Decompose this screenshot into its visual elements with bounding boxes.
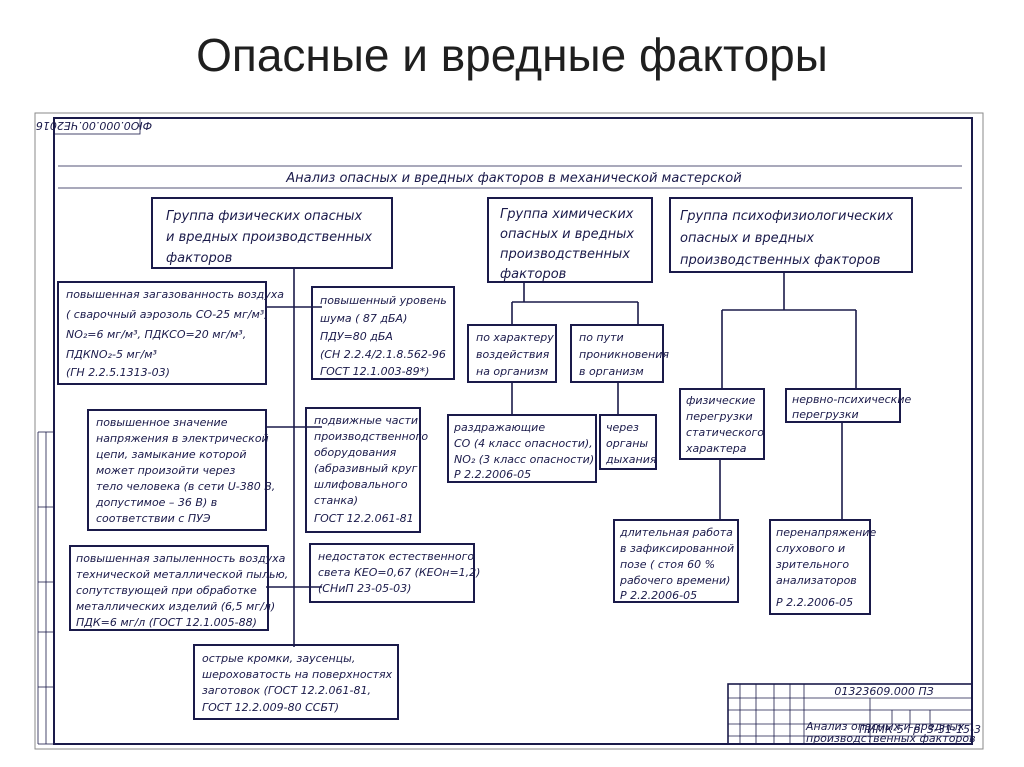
factor-moving-parts-text: подвижные части производственного оборуд… [314, 414, 432, 525]
factor-noise-text: повышенный уровень шума ( 87 дБА) ПДУ=80… [320, 294, 450, 378]
group-physical-box [151, 197, 393, 269]
factor-voltage-box [87, 409, 267, 531]
binding-strip [37, 431, 54, 745]
factor-air-gas-text: повышенная загазованность воздуха ( свар… [66, 288, 288, 379]
stamp-doc-code: 01323609.000 ПЗ [834, 685, 933, 698]
sheet-outer-edge [34, 112, 984, 750]
chem-irritants-text: раздражающие CO (4 класс опасности), NO₂… [453, 421, 598, 481]
chem-respiratory-box [599, 414, 657, 470]
slide-title: Опасные и вредные факторы [196, 29, 828, 81]
factor-light-text: недостаток естественного света КЕО=0,67 … [318, 550, 484, 595]
group-chemical-label: Группа химических опасных и вредных прои… [500, 207, 638, 282]
title-block [727, 683, 973, 745]
sheet-title: Анализ опасных и вредных факторов в меха… [285, 171, 741, 186]
factor-air-gas-box [57, 281, 267, 385]
psy-posture-box [613, 519, 739, 603]
psy-eye-strain-box [769, 519, 871, 615]
psy-eye-strain-text: перенапряжение слухового и зрительного а… [776, 526, 880, 609]
chem-by-route-box [570, 324, 664, 383]
group-psycho-label: Группа психофизиологических опасных и вр… [680, 209, 897, 268]
factor-noise-box [311, 286, 455, 380]
psy-physical-overload-text: физические перегрузки статического харак… [685, 394, 767, 455]
factor-voltage-text: повышенное значение напряжения в электри… [95, 416, 279, 525]
chem-by-route-text: по пути проникновения в организм [579, 331, 673, 378]
chem-by-impact-box [467, 324, 557, 383]
psy-physical-overload-box [679, 388, 765, 460]
factor-edges-text: острые кромки, заусенцы, шероховатость н… [202, 652, 396, 714]
factor-moving-parts-box [305, 407, 421, 533]
chem-by-impact-text: по характеру воздействия на организм [476, 331, 557, 378]
psy-neuro-overload-text: нервно-психические перегрузки [792, 393, 915, 421]
factor-light-box [309, 543, 475, 603]
rotated-code: ФЮ0.000.00.ЧЕ2016 [36, 119, 152, 132]
factor-dust-box [69, 545, 269, 631]
code-box [53, 117, 141, 135]
chem-irritants-box [447, 414, 597, 483]
sheet-frame [53, 117, 973, 745]
psy-posture-text: длительная работа в зафиксированной позе… [619, 526, 738, 602]
group-physical-label: Группа физических опасных и вредных прои… [166, 209, 376, 266]
group-chemical-box [487, 197, 653, 283]
psy-neuro-overload-box [785, 388, 901, 423]
group-psycho-box [669, 197, 913, 273]
chem-respiratory-text: через органы дыхания [605, 421, 657, 466]
factor-edges-box [193, 644, 399, 720]
stamp-doc-title: Анализ опасных и вредных производственны… [805, 720, 976, 745]
connectors [266, 268, 857, 647]
factor-dust-text: повышенная запыленность воздуха техничес… [76, 552, 292, 629]
drawing-sheet: ФЮ0.000.00.ЧЕ2016 Анализ опасных и вредн… [34, 112, 984, 750]
stamp-org: ПИМК-5 гр. 3-31-15-3 [859, 723, 981, 736]
